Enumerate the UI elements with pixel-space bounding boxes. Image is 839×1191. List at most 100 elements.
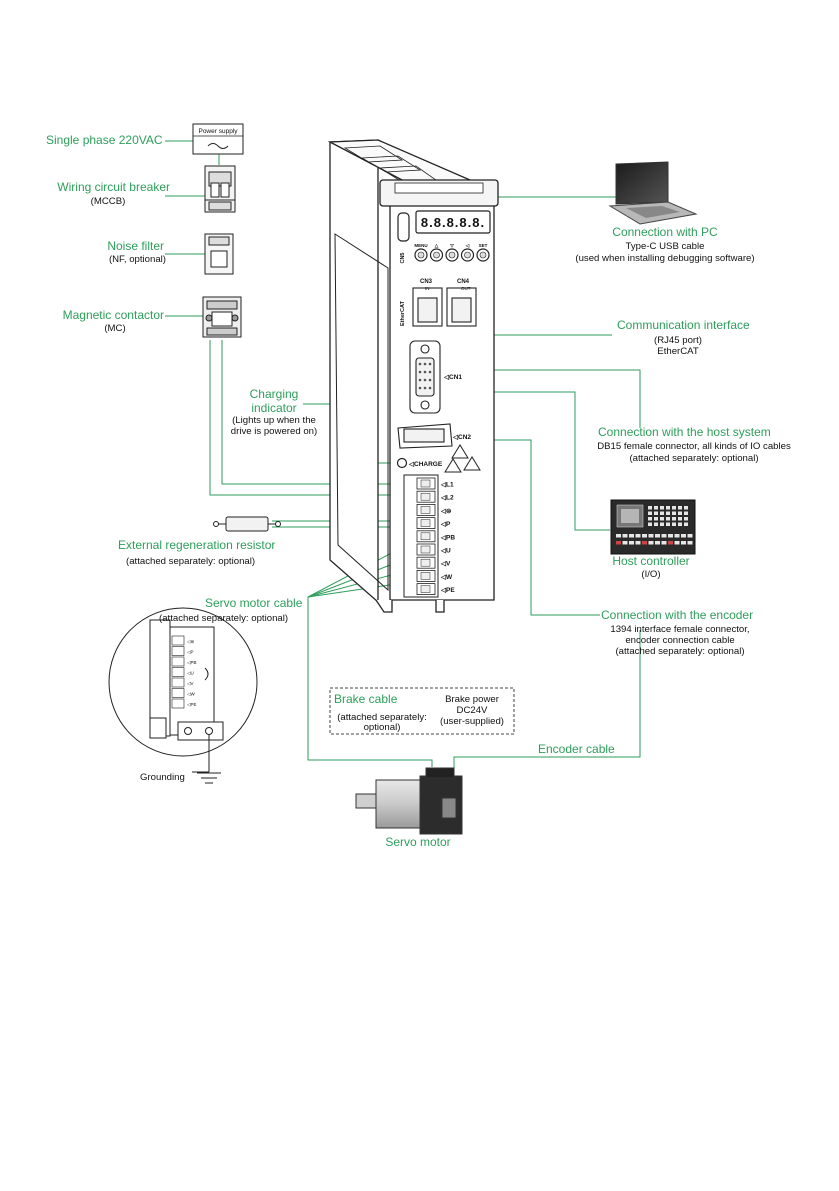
- host-key: [616, 541, 621, 545]
- inset-terminal-label: ◁P: [187, 650, 193, 655]
- cn2-label: ◁CN2: [452, 434, 471, 441]
- host-key: [687, 534, 693, 538]
- cn3-in-label: IN: [425, 286, 430, 291]
- pc-sub-1: Type-C USB cable: [625, 241, 705, 252]
- drive-key: △: [429, 243, 444, 262]
- host-key: [666, 511, 670, 515]
- host-key: [674, 534, 680, 538]
- servo-cable-title: Servo motor cable: [205, 596, 303, 610]
- magnetic-contactor-device: [202, 296, 242, 338]
- warning-symbols: [444, 444, 481, 473]
- inset-terminal-cell: ◁⊜: [171, 635, 194, 646]
- host-key: [635, 541, 641, 545]
- cn5-label: CN5: [400, 252, 406, 263]
- host-key: [642, 534, 647, 538]
- host-key: [648, 506, 652, 510]
- cn4-label: CN4: [457, 279, 470, 285]
- terminal-cell: ◁L1: [416, 477, 454, 490]
- host-ctrl-sub: (I/O): [641, 569, 661, 580]
- host-key: [654, 511, 658, 515]
- terminal-label: ◁L2: [440, 495, 454, 502]
- host-key: [684, 511, 688, 515]
- host-key: [661, 534, 667, 538]
- host-key: [678, 506, 682, 510]
- drive-key-label: SET: [479, 243, 488, 248]
- host-key: [672, 506, 676, 510]
- host-sub-1: DB15 female connector, all kinds of IO c…: [597, 441, 791, 452]
- noise-filter-device: [204, 233, 234, 275]
- key-panel: MENU△▽◁SET: [414, 243, 490, 262]
- host-key: [660, 511, 664, 515]
- db15-pin: [418, 386, 422, 390]
- inset-terminal-cell: ◁PB: [171, 656, 196, 667]
- terminal-label: ◁U: [440, 548, 451, 555]
- inset-terminal-label: ◁PE: [187, 702, 196, 707]
- host-key: [672, 517, 676, 521]
- host-key: [678, 511, 682, 515]
- power-supply-symbol: Power supply: [192, 123, 244, 155]
- host-key: [678, 517, 682, 521]
- db15-pin: [423, 386, 427, 390]
- servo-motor: [355, 767, 463, 835]
- grounding-symbol: [192, 735, 221, 784]
- encoder-sub-3: (attached separately: optional): [615, 646, 745, 657]
- db15-pin: [418, 362, 422, 366]
- rj45-ports: [412, 287, 477, 327]
- host-key: [678, 522, 682, 526]
- host-key: [648, 541, 654, 545]
- inset-terminal-label: ◁U: [187, 671, 194, 676]
- brake-box: [329, 687, 515, 735]
- db15-pin: [428, 386, 432, 390]
- mccb-sub: (MCCB): [90, 196, 126, 207]
- brake-power-3: (user-supplied): [440, 716, 504, 727]
- db15-pin: [423, 362, 427, 366]
- drive-key: ◁: [460, 243, 475, 262]
- terminal-cell: ◁L2: [416, 490, 454, 503]
- host-sub-2: (attached separately: optional): [629, 453, 759, 464]
- charging-title-1: Charging: [249, 387, 299, 401]
- charge-lamp: [396, 457, 408, 469]
- host-key: [684, 506, 688, 510]
- mc-sub: (MC): [104, 323, 126, 334]
- brake-power-2: DC24V: [456, 705, 488, 716]
- host-key: [668, 541, 673, 545]
- brake-sub-1: (attached separately:: [337, 712, 427, 723]
- host-controller-device: [610, 499, 696, 555]
- inset-terminal-cells: ◁⊜◁P◁PB◁U◁V◁W◁PE: [171, 635, 196, 709]
- terminal-label: ◁W: [440, 574, 453, 581]
- brake-title: Brake cable: [334, 692, 398, 706]
- host-ctrl-title: Host controller: [612, 554, 690, 568]
- terminal-cell: ◁P: [416, 517, 451, 529]
- comm-title: Communication interface: [617, 318, 750, 332]
- host-key: [661, 541, 667, 545]
- usb-c-port: [397, 212, 410, 242]
- host-key: [672, 511, 676, 515]
- db15-pin: [418, 370, 422, 374]
- regen-resistor: [213, 516, 281, 532]
- terminal-label: ◁P: [440, 521, 451, 528]
- host-key: [666, 517, 670, 521]
- db15-pin: [428, 370, 432, 374]
- host-key: [674, 541, 680, 545]
- regen-sub: (attached separately: optional): [126, 556, 256, 567]
- terminal-cell: ◁PE: [416, 583, 455, 595]
- host-key: [660, 506, 664, 510]
- led-display: 8.8.8.8.8.: [415, 210, 491, 234]
- host-key: [654, 517, 658, 521]
- servo-cable-sub: (attached separately: optional): [159, 613, 289, 624]
- host-key: [660, 522, 664, 526]
- mccb-device: [204, 165, 236, 213]
- charge-label: ◁CHARGE: [408, 461, 443, 468]
- encoder-title: Connection with the encoder: [601, 608, 754, 622]
- terminal-cells: ◁L1◁L2◁⊜◁P◁PB◁U◁V◁W◁PE: [416, 477, 455, 595]
- nf-sub: (NF, optional): [108, 254, 166, 265]
- drive-key: SET: [476, 243, 490, 262]
- cn4-out-label: OUT: [461, 286, 471, 291]
- power-supply-label: Power supply: [198, 128, 238, 135]
- laptop-icon: [608, 161, 698, 225]
- inset-terminal-cell: ◁V: [171, 677, 193, 688]
- host-key: [622, 541, 628, 545]
- charging-sub-1: (Lights up when the: [232, 415, 316, 426]
- encoder-sub-1: 1394 interface female connector,: [610, 624, 750, 635]
- mccb-title: Wiring circuit breaker: [57, 180, 170, 194]
